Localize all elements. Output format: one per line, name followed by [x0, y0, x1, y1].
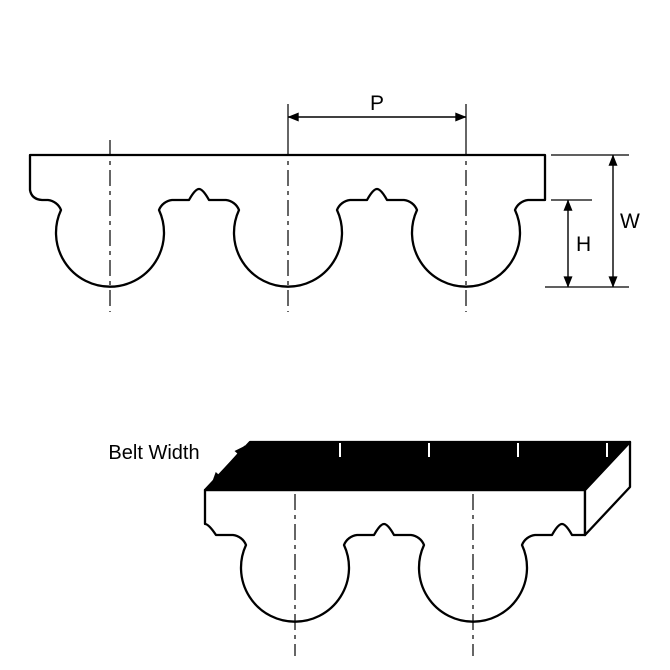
tooth-height-label: H — [576, 233, 591, 256]
belt-width-arrow — [211, 445, 246, 484]
pitch-label: P — [370, 92, 384, 115]
belt-3d-top-surface — [203, 440, 632, 492]
belt-cross-section-outline — [28, 153, 547, 288]
belt-width-dimension: Belt Width — [108, 442, 246, 484]
tooth-height-dimension: H — [551, 199, 592, 288]
thickness-dimension: W — [545, 154, 640, 288]
belt-3d-front-profile — [203, 488, 587, 623]
belt-width-label: Belt Width — [108, 442, 199, 464]
pitch-dimension: P — [287, 92, 467, 140]
belt-3d-view: Belt Width — [108, 440, 632, 656]
belt-cross-section-view: P W H — [28, 92, 640, 312]
thickness-label: W — [620, 210, 640, 233]
